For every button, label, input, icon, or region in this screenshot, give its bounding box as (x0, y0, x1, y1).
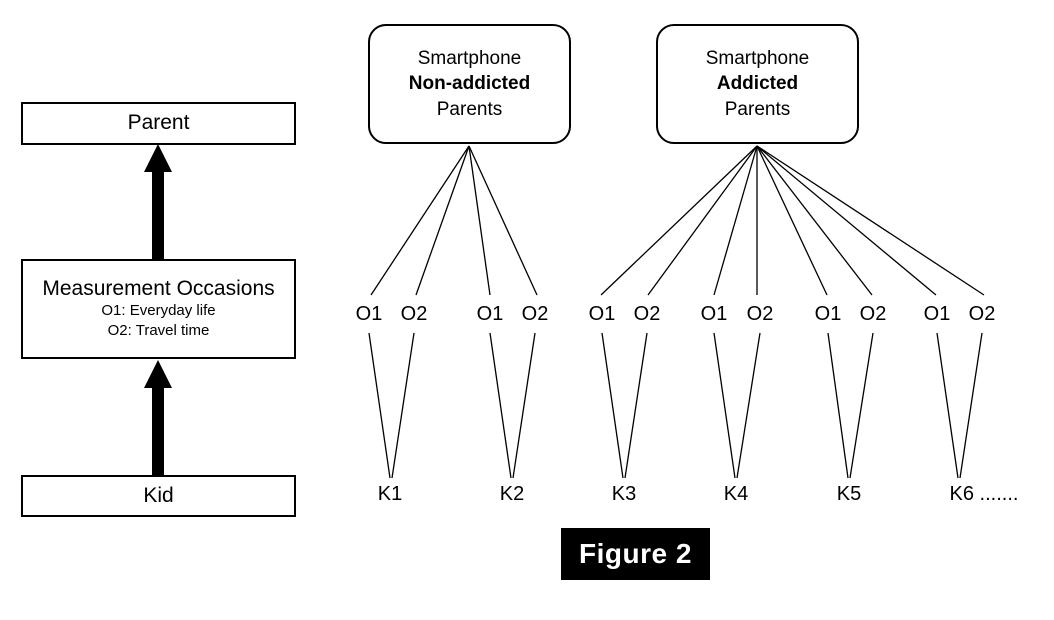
group-non-addicted-line1: Smartphone (417, 47, 522, 69)
measurement-box-line-o1: O1: Everyday life (101, 301, 216, 319)
link-o-k5-left (827, 332, 849, 479)
occasion-label-11: O1 (923, 303, 951, 325)
occasion-label-5: O1 (588, 303, 616, 325)
group-addicted-line3: Parents (724, 98, 791, 120)
group-box-non-addicted-parents[interactable]: Smartphone Non-addicted Parents (368, 24, 571, 144)
kid-box[interactable]: Kid (21, 475, 296, 517)
link-nonaddicted-o1b (468, 145, 491, 296)
link-addicted-o2a (647, 145, 758, 296)
link-o-k1-left (368, 332, 391, 479)
arrow-measurement-to-parent (144, 144, 172, 259)
link-o-k3-left (601, 332, 624, 479)
link-o-k6-left (936, 332, 959, 479)
measurement-box-line-o2: O2: Travel time (107, 322, 210, 340)
occasion-label-8: O2 (746, 303, 774, 325)
link-o-k4-right (736, 332, 761, 479)
occasion-label-12: O2 (968, 303, 996, 325)
occasion-label-2: O2 (400, 303, 428, 325)
link-o-k2-left (489, 332, 512, 479)
occasion-label-3: O1 (476, 303, 504, 325)
parent-box-label: Parent (127, 111, 190, 135)
parent-box[interactable]: Parent (21, 102, 296, 145)
group-addicted-line2: Addicted (716, 73, 799, 95)
group-non-addicted-line2: Non-addicted (408, 73, 531, 95)
occasion-label-9: O1 (814, 303, 842, 325)
measurement-occasions-box[interactable]: Measurement Occasions O1: Everyday life … (21, 259, 296, 359)
occasion-label-10: O2 (859, 303, 887, 325)
kid-label-k2: K2 (499, 483, 525, 505)
link-addicted-o2c (756, 145, 873, 296)
figure-caption: Figure 2 (561, 528, 710, 580)
group-box-addicted-parents[interactable]: Smartphone Addicted Parents (656, 24, 859, 144)
link-addicted-o1d (756, 145, 937, 296)
occasion-label-4: O2 (521, 303, 549, 325)
occasion-label-7: O1 (700, 303, 728, 325)
measurement-box-title: Measurement Occasions (42, 276, 275, 300)
link-o-k4-left (713, 332, 736, 479)
kid-label-k3: K3 (611, 483, 637, 505)
link-nonaddicted-o2a (415, 145, 470, 296)
link-o-k3-right (624, 332, 648, 479)
kid-box-label: Kid (143, 483, 174, 507)
link-addicted-o1a (600, 145, 758, 296)
kid-label-k5: K5 (836, 483, 862, 505)
link-addicted-o1c (756, 145, 828, 296)
link-nonaddicted-o1a (370, 145, 470, 296)
link-o-k6-right (959, 332, 983, 479)
link-addicted-o2d (756, 145, 985, 296)
occasion-label-6: O2 (633, 303, 661, 325)
arrow-kid-to-measurement (144, 360, 172, 475)
occasion-label-1: O1 (355, 303, 383, 325)
link-o-k5-right (849, 332, 874, 479)
kid-label-k6: K6 ....... (949, 483, 1019, 505)
link-o-k2-right (512, 332, 536, 479)
group-addicted-line1: Smartphone (705, 47, 810, 69)
kid-label-k1: K1 (377, 483, 403, 505)
group-non-addicted-line3: Parents (436, 98, 503, 120)
kid-label-k4: K4 (723, 483, 749, 505)
link-o-k1-right (391, 332, 415, 479)
link-nonaddicted-o2b (468, 145, 538, 296)
link-addicted-o1b (713, 145, 758, 296)
